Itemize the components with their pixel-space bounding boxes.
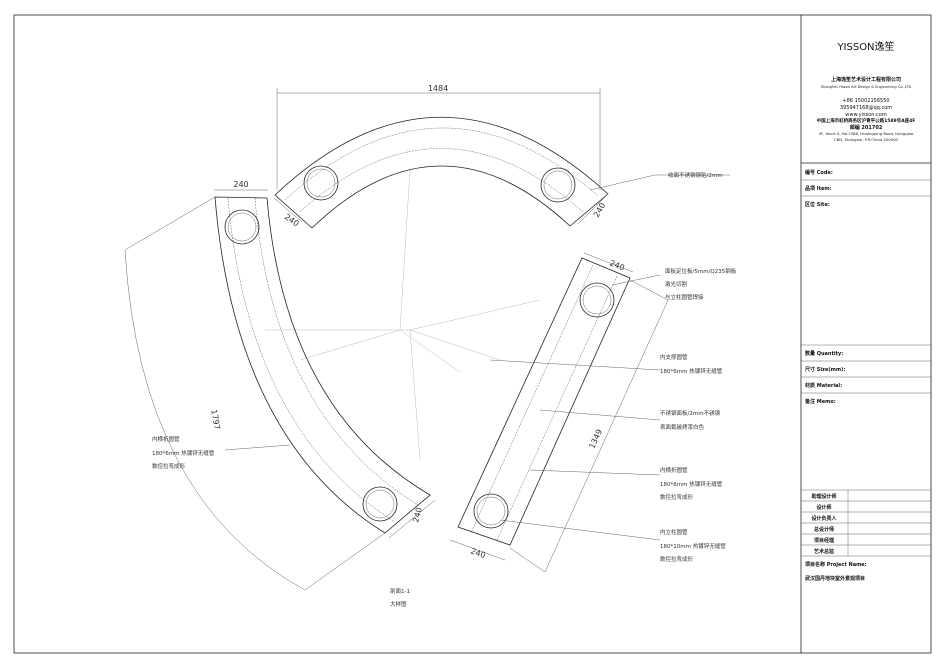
left-top-column: [224, 209, 260, 245]
dim-left-length: 1797: [124, 196, 386, 591]
note-steel-plate: 收面不锈钢钢贴/2mm: [668, 171, 723, 179]
company-address-cn: 中国上海市虹桥商务区沪青平公路1588号A座4F: [817, 117, 916, 124]
note-inner-curve-r-3: 数控拉弯成形: [660, 493, 694, 501]
role-project-manager: 项目经理: [814, 537, 834, 544]
project-label: 项目名称 Project Name:: [805, 561, 867, 568]
dim-top-right-end-label: 240: [592, 201, 607, 219]
right-top-column: [579, 282, 615, 318]
company-web: www.yisson.com: [845, 112, 887, 118]
field-size-label: 尺寸 Size(mm):: [805, 366, 845, 373]
project-name: 武汉国丹地块室外景观项目: [805, 575, 865, 582]
dim-top-left-end: 240: [273, 197, 303, 228]
note-inner-rib-2: 180*6mm 热镀锌无缝管: [660, 367, 723, 375]
annotation-leaders: [224, 174, 730, 541]
company-address-en-2: CBD, Shanghai, P.R.China 200000: [834, 137, 899, 142]
note-inner-rib-1: 内支撑圆管: [660, 353, 688, 361]
note-column-2: 180*10mm 热镀锌无缝管: [660, 542, 726, 550]
company-name-cn: 上海逸笙艺术设计工程有限公司: [831, 76, 901, 83]
right-bottom-column: [473, 493, 509, 529]
role-design-lead: 设计负责人: [811, 515, 837, 522]
title-block: YISSON逸笙 上海逸笙艺术设计工程有限公司 Shanghai Yisson …: [801, 40, 931, 582]
section-subtitle: 大样图: [390, 600, 407, 608]
note-inner-curve-l-1: 内横折圆管: [152, 435, 180, 443]
note-stainless-2: 表面氟碳烤漆白色: [660, 423, 705, 431]
field-qty-label: 数量 Quantity:: [805, 350, 843, 357]
note-column-3: 数控拉弯成形: [660, 555, 694, 563]
note-inner-curve-l-2: 180*6mm 热镀锌无缝管: [152, 449, 215, 457]
dim-top-right-end: 240: [577, 193, 609, 225]
note-stainless-1: 不锈钢面板/2mm不锈钢: [660, 409, 721, 417]
dim-right-top-label: 240: [608, 259, 626, 273]
dim-top-width-label: 1484: [428, 84, 448, 93]
role-chief-designer: 总设计师: [814, 526, 834, 533]
dim-right-bottom: 240: [449, 539, 506, 561]
company-name-en: Shanghai Yisson Art Design & Engineering…: [821, 85, 912, 89]
left-bottom-column: [362, 486, 398, 522]
dim-right-length: 1349: [509, 279, 669, 573]
field-site-label: 区位 Site:: [805, 201, 830, 208]
dim-left-top-label: 240: [233, 180, 248, 189]
company-phone: +86 15002156550: [842, 98, 889, 104]
dim-left-bottom: 240: [388, 499, 436, 539]
note-inner-curve-r-1: 内横折圆管: [660, 466, 688, 474]
field-item-label: 品项 Item:: [805, 185, 832, 192]
field-code-label: 编号 Code:: [805, 169, 833, 176]
note-inner-curve-r-2: 180*6mm 热镀锌无缝管: [660, 480, 723, 488]
field-memo-label: 备注 Memo:: [804, 398, 836, 405]
company-address-en-1: 4F, block A, No.1588, Huqingping Road, H…: [819, 131, 914, 136]
left-bench: [214, 196, 431, 534]
dim-left-top: 240: [214, 180, 268, 191]
note-column-1: 内立柱圆管: [660, 528, 688, 536]
field-material-label: 材质 Material:: [805, 382, 842, 389]
company-email: 395947168@qq.com: [840, 105, 892, 111]
dim-left-bottom-label: 240: [411, 506, 424, 523]
note-inner-curve-l-3: 数控拉弯成形: [152, 462, 186, 470]
right-bench: [457, 257, 631, 546]
top-right-column: [540, 167, 576, 203]
sheet-border: [13, 14, 932, 654]
brand-logo: YISSON逸笙: [836, 40, 894, 53]
note-base-plate-3: 与立柱圆管焊接: [665, 293, 704, 301]
dim-left-length-label: 1797: [209, 409, 221, 431]
role-art-director: 艺术总监: [814, 548, 834, 555]
note-base-plate-1: 面板定位板/5mm/Q235钢板: [665, 267, 737, 275]
construction-guides: [265, 169, 541, 461]
note-base-plate-2: 激光切割: [665, 280, 688, 288]
dim-top-left-end-label: 240: [283, 212, 301, 228]
section-title: 剖面1-1: [390, 587, 410, 595]
dim-top-width: 1484: [276, 84, 601, 190]
top-bench: [274, 117, 609, 229]
company-zip: 邮编 201702: [850, 124, 883, 131]
dim-right-top: 240: [583, 252, 634, 273]
role-assistant-designer: 助理设计师: [811, 493, 836, 500]
top-left-column: [303, 165, 339, 201]
dim-right-bottom-label: 240: [469, 546, 486, 560]
role-designer: 设计师: [816, 504, 831, 511]
